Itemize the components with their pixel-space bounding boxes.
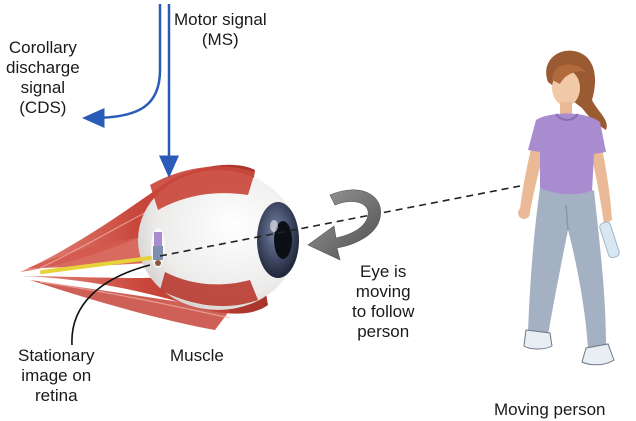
- signal-arrows: [92, 4, 169, 168]
- muscle-label: Muscle: [170, 346, 224, 366]
- eye-moving-line-3: to follow: [352, 302, 414, 322]
- eye-moving-line-1: Eye is: [352, 262, 414, 282]
- cds-line-2: discharge: [6, 58, 80, 78]
- corollary-discharge-label: Corollary discharge signal (CDS): [6, 38, 80, 118]
- stationary-line-1: Stationary: [18, 346, 95, 366]
- eye-moving-line-4: person: [352, 322, 414, 342]
- motor-signal-line-1: Motor signal: [174, 10, 267, 30]
- stationary-line-3: retina: [18, 386, 95, 406]
- eye-moving-line-2: moving: [352, 282, 414, 302]
- cds-line-1: Corollary: [6, 38, 80, 58]
- muscle-text: Muscle: [170, 346, 224, 366]
- walking-woman-icon: [518, 51, 620, 365]
- eye-moving-label: Eye is moving to follow person: [352, 262, 414, 342]
- eyeball-with-muscles-icon: [20, 165, 299, 330]
- moving-person-label: Moving person: [494, 400, 606, 420]
- cds-line-4: (CDS): [6, 98, 80, 118]
- motor-signal-line-2: (MS): [174, 30, 267, 50]
- motor-signal-label: Motor signal (MS): [174, 10, 267, 50]
- inverted-figure-icon: [151, 228, 165, 268]
- stationary-image-label: Stationary image on retina: [18, 346, 95, 406]
- stationary-line-2: image on: [18, 366, 95, 386]
- moving-person-text: Moving person: [494, 400, 606, 420]
- cds-line-3: signal: [6, 78, 80, 98]
